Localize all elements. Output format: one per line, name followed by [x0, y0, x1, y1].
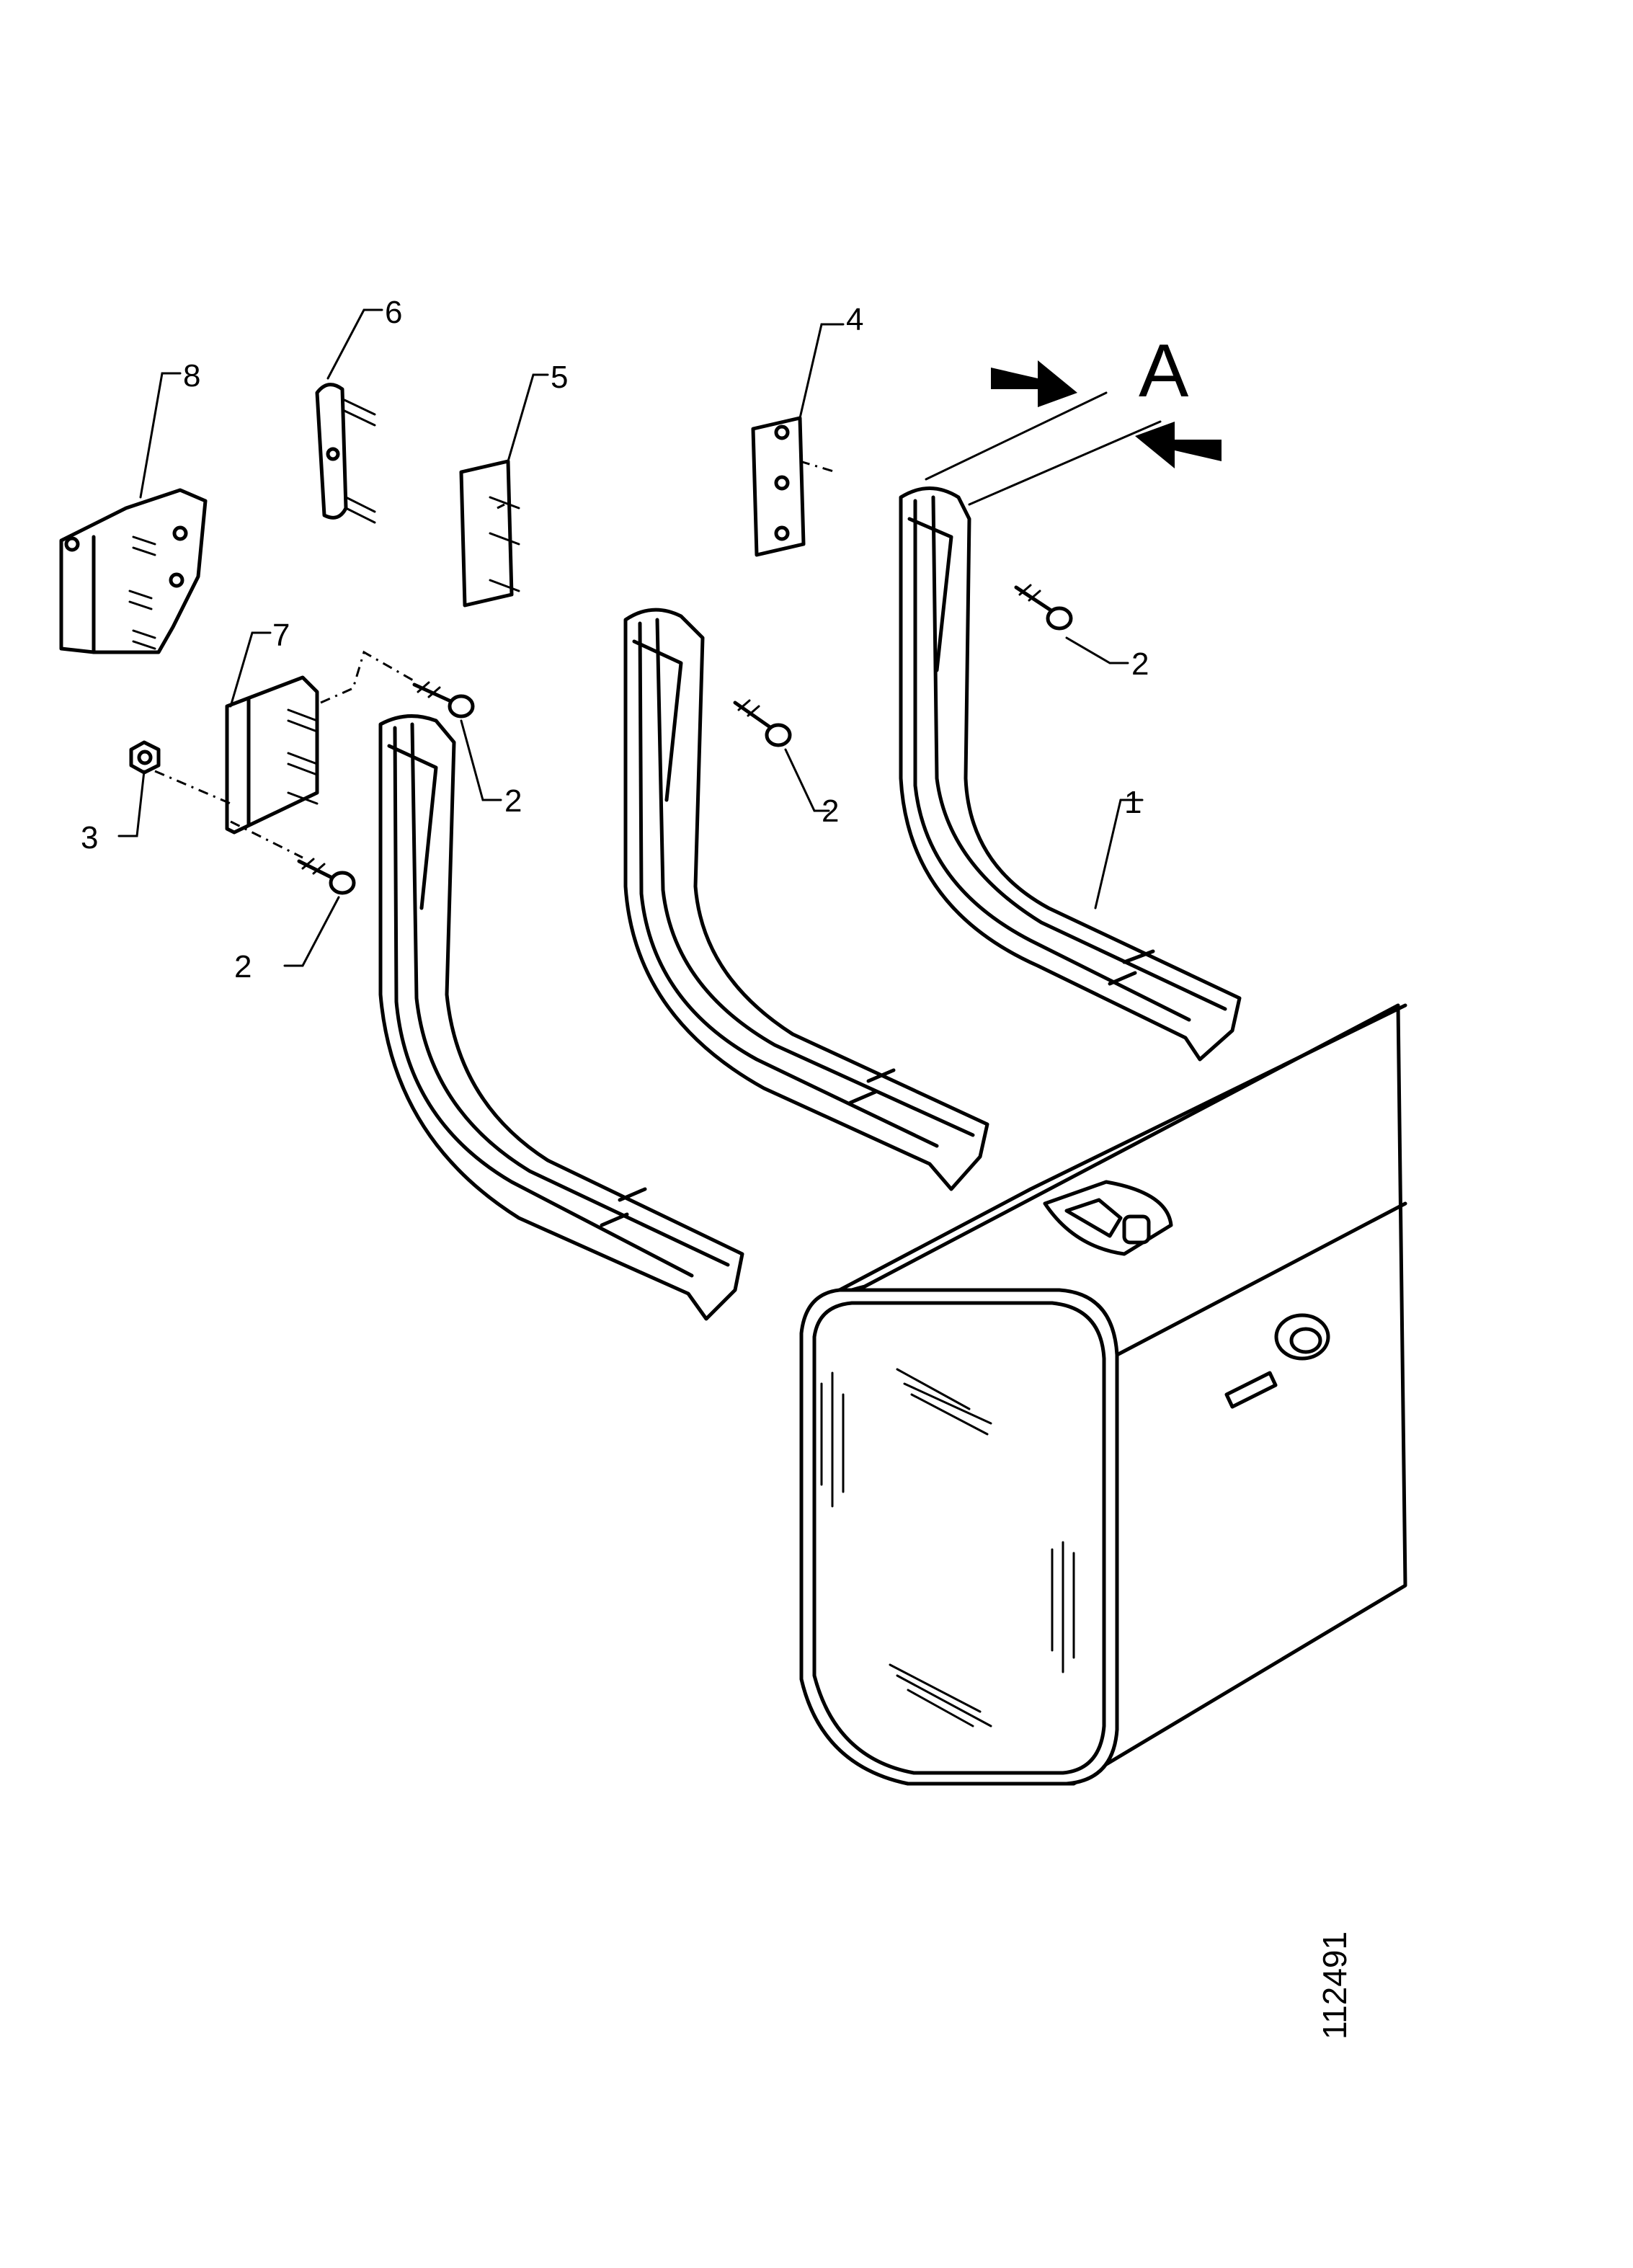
fuel-tank: [799, 1003, 1407, 1786]
callouts: 1 2 2 2 2 3 4 5 6 7 8: [81, 295, 1149, 984]
bolt-2-left-lower: [297, 858, 356, 895]
callout-8: 8: [183, 358, 200, 393]
plate-5: [459, 459, 520, 608]
callout-2-left-lower: 2: [234, 949, 252, 984]
section-label-a: A: [1139, 329, 1189, 413]
drawing-reference-number: 112491: [1316, 1931, 1353, 2040]
bracket-7: [225, 675, 319, 835]
callout-5: 5: [551, 360, 568, 395]
section-marker-a: A: [925, 329, 1222, 506]
callout-4: 4: [846, 302, 863, 337]
callout-6: 6: [385, 295, 402, 330]
bolt-2-middle: [733, 699, 792, 747]
bolt-2-top-right: [1014, 584, 1073, 631]
callout-2-left-upper: 2: [504, 783, 522, 819]
assembly-lines: [154, 460, 837, 859]
callout-1: 1: [1124, 785, 1142, 820]
tank-strap-2: [623, 608, 989, 1191]
nut-3: [129, 740, 161, 775]
tank-strap-3: [378, 714, 744, 1321]
callout-2-top-right: 2: [1131, 646, 1149, 682]
tank-strap-1: [899, 486, 1242, 1062]
callout-3: 3: [81, 820, 98, 855]
plate-6: [315, 383, 376, 524]
leader-lines: [117, 308, 1144, 967]
bolt-2-left-upper: [412, 681, 475, 719]
callout-2-middle: 2: [822, 793, 839, 829]
bracket-8: [59, 488, 208, 654]
callout-7: 7: [272, 618, 290, 653]
plate-4: [751, 416, 806, 557]
